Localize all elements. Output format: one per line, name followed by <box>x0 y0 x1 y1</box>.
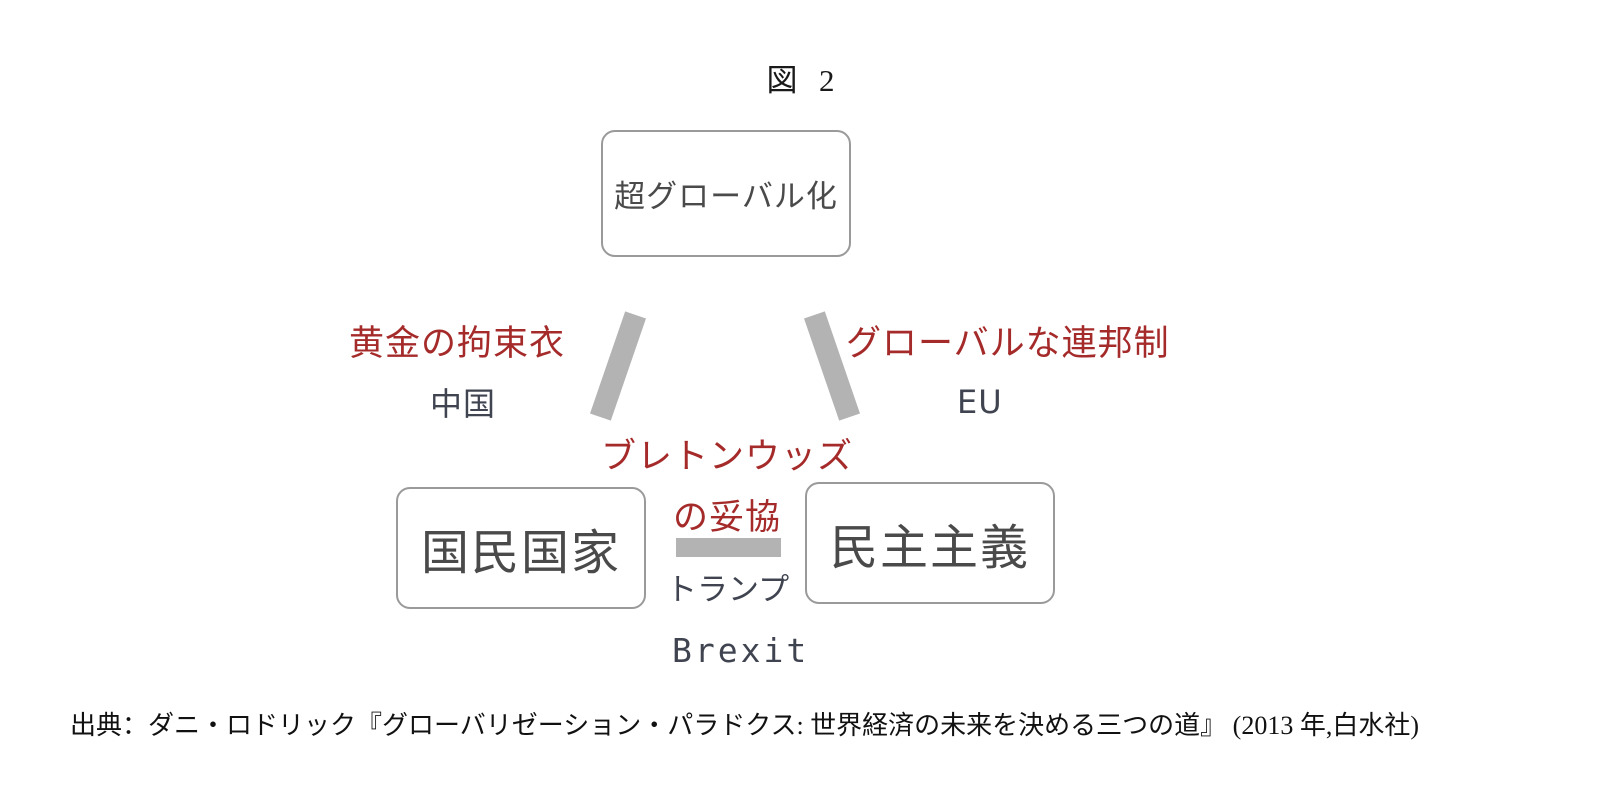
node-democracy[interactable]: 民主主義 <box>805 482 1055 604</box>
edge-label-global-federalism: グローバルな連邦制 <box>846 324 1170 364</box>
edge-example-eu: EU <box>957 383 1003 421</box>
node-hyperglobalization[interactable]: 超グローバル化 <box>601 130 851 257</box>
edge-label-bretton-woods-line1: ブレトンウッズ <box>601 437 854 477</box>
connector-bar-golden-straitjacket <box>590 311 646 421</box>
connector-bar-bretton-woods <box>676 538 781 557</box>
edge-example-brexit: Brexit <box>672 631 810 670</box>
node-hyperglobalization-label: 超グローバル化 <box>614 179 838 215</box>
edge-label-bretton-woods-line2: の妥協 <box>673 498 782 538</box>
edge-example-trump: トランプ <box>666 572 790 608</box>
edge-example-china: 中国 <box>430 385 497 423</box>
node-nation-state[interactable]: 国民国家 <box>396 487 646 609</box>
source-caption: 出典：ダニ・ロドリック『グローバリゼーション・パラドクス: 世界経済の未来を決め… <box>70 711 1419 740</box>
page-title: 図 2 <box>766 63 837 98</box>
node-democracy-label: 民主主義 <box>829 520 1030 576</box>
edge-label-golden-straitjacket: 黄金の拘束衣 <box>349 324 566 364</box>
node-nation-state-label: 国民国家 <box>420 525 621 581</box>
